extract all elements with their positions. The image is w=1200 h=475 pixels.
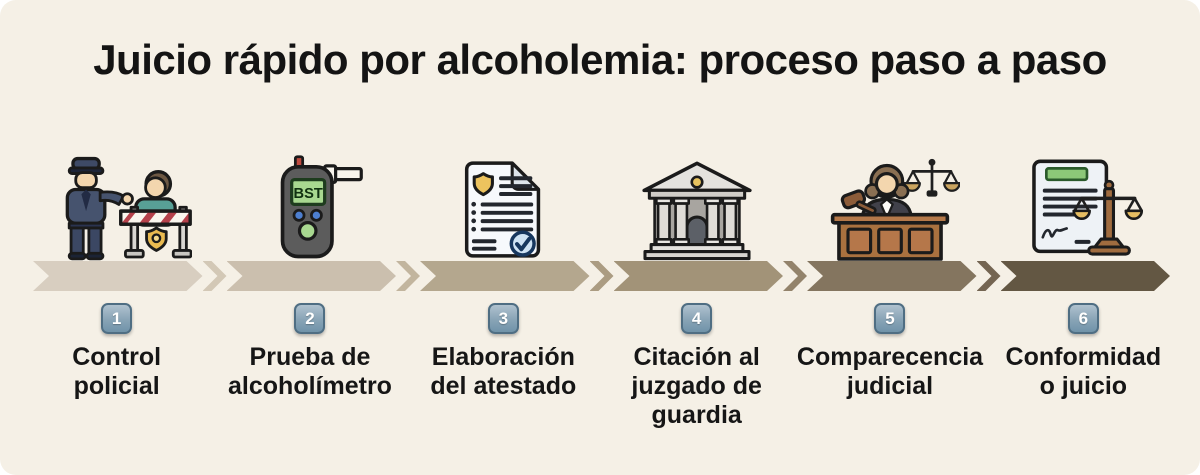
- step-number-badge: 4: [681, 303, 713, 334]
- step-number-badge: 2: [294, 303, 326, 334]
- step-column-2: BST 2 Prueba de alcoholímetro: [213, 0, 406, 475]
- step-number-badge: 3: [487, 303, 519, 334]
- step-column-4: 4 Citación al juzgado de guardia: [600, 0, 793, 475]
- agreement-scales-icon: [1032, 159, 1144, 256]
- judge-bench-icon: [830, 158, 960, 261]
- step-label: Citación al juzgado de guardia: [631, 343, 762, 429]
- band-segment-1: [33, 261, 203, 291]
- step-column-1: 1 Control policial: [20, 0, 213, 475]
- breathalyzer-display-text: BST: [294, 186, 323, 202]
- band-segment-4: [614, 261, 784, 291]
- step-column-6: 6 Conformidad o juicio: [987, 0, 1180, 475]
- step-column-3: 3 Elaboración del atestado: [407, 0, 600, 475]
- step-column-5: 5 Comparecencia judicial: [793, 0, 986, 475]
- step-label: Conformidad o juicio: [1005, 343, 1162, 400]
- band-segment-6: [1001, 261, 1171, 291]
- police-control-icon: [65, 156, 192, 261]
- step-label: Comparecencia judicial: [796, 343, 984, 400]
- scales-icon: [903, 158, 960, 197]
- step-number-badge: 6: [1067, 303, 1099, 334]
- band-segment-3: [420, 261, 590, 291]
- band-segment-5: [807, 261, 977, 291]
- process-arrow-band: [33, 261, 1170, 291]
- step-number-badge: 1: [101, 303, 133, 334]
- courthouse-icon: [642, 161, 752, 261]
- step-label: Control policial: [72, 343, 162, 400]
- breathalyzer-icon: BST: [280, 155, 363, 259]
- steps-row: 1 Control policial BST: [20, 0, 1180, 475]
- page-title: Juicio rápido por alcoholemia: proceso p…: [93, 36, 1107, 83]
- step-number-badge: 5: [874, 303, 906, 334]
- police-report-icon: [465, 161, 541, 258]
- step-label: Elaboración del atestado: [430, 343, 577, 400]
- step-label: Prueba de alcoholímetro: [228, 343, 392, 400]
- band-segment-2: [227, 261, 397, 291]
